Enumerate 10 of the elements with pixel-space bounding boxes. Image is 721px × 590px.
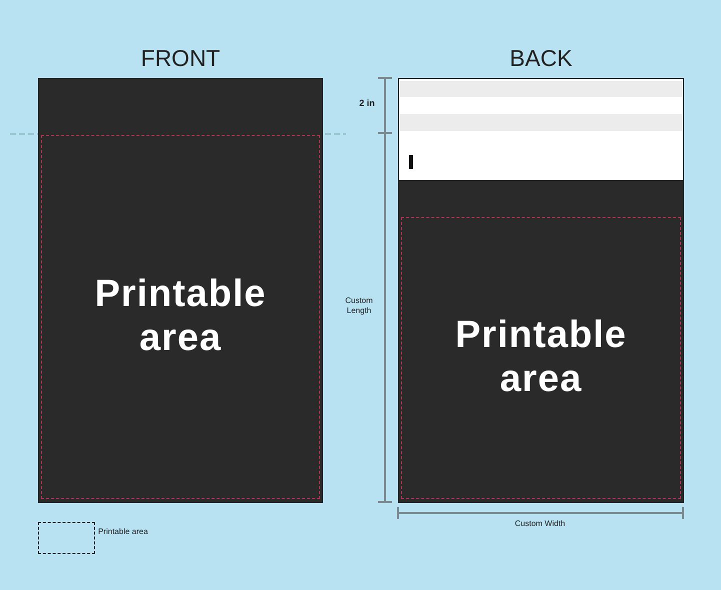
printable-area [401,217,681,499]
area-label: Printable area [454,314,628,402]
dimension-label: 2 in [358,98,376,109]
legend-label: Printable area [98,527,148,537]
heading: FRONT [140,45,222,72]
area-label: Printable area [94,273,268,361]
printable-area [41,135,320,499]
dimension-label: Custom Width [514,519,566,529]
heading: BACK [508,45,574,72]
dimension-label: Custom Length [344,296,374,316]
